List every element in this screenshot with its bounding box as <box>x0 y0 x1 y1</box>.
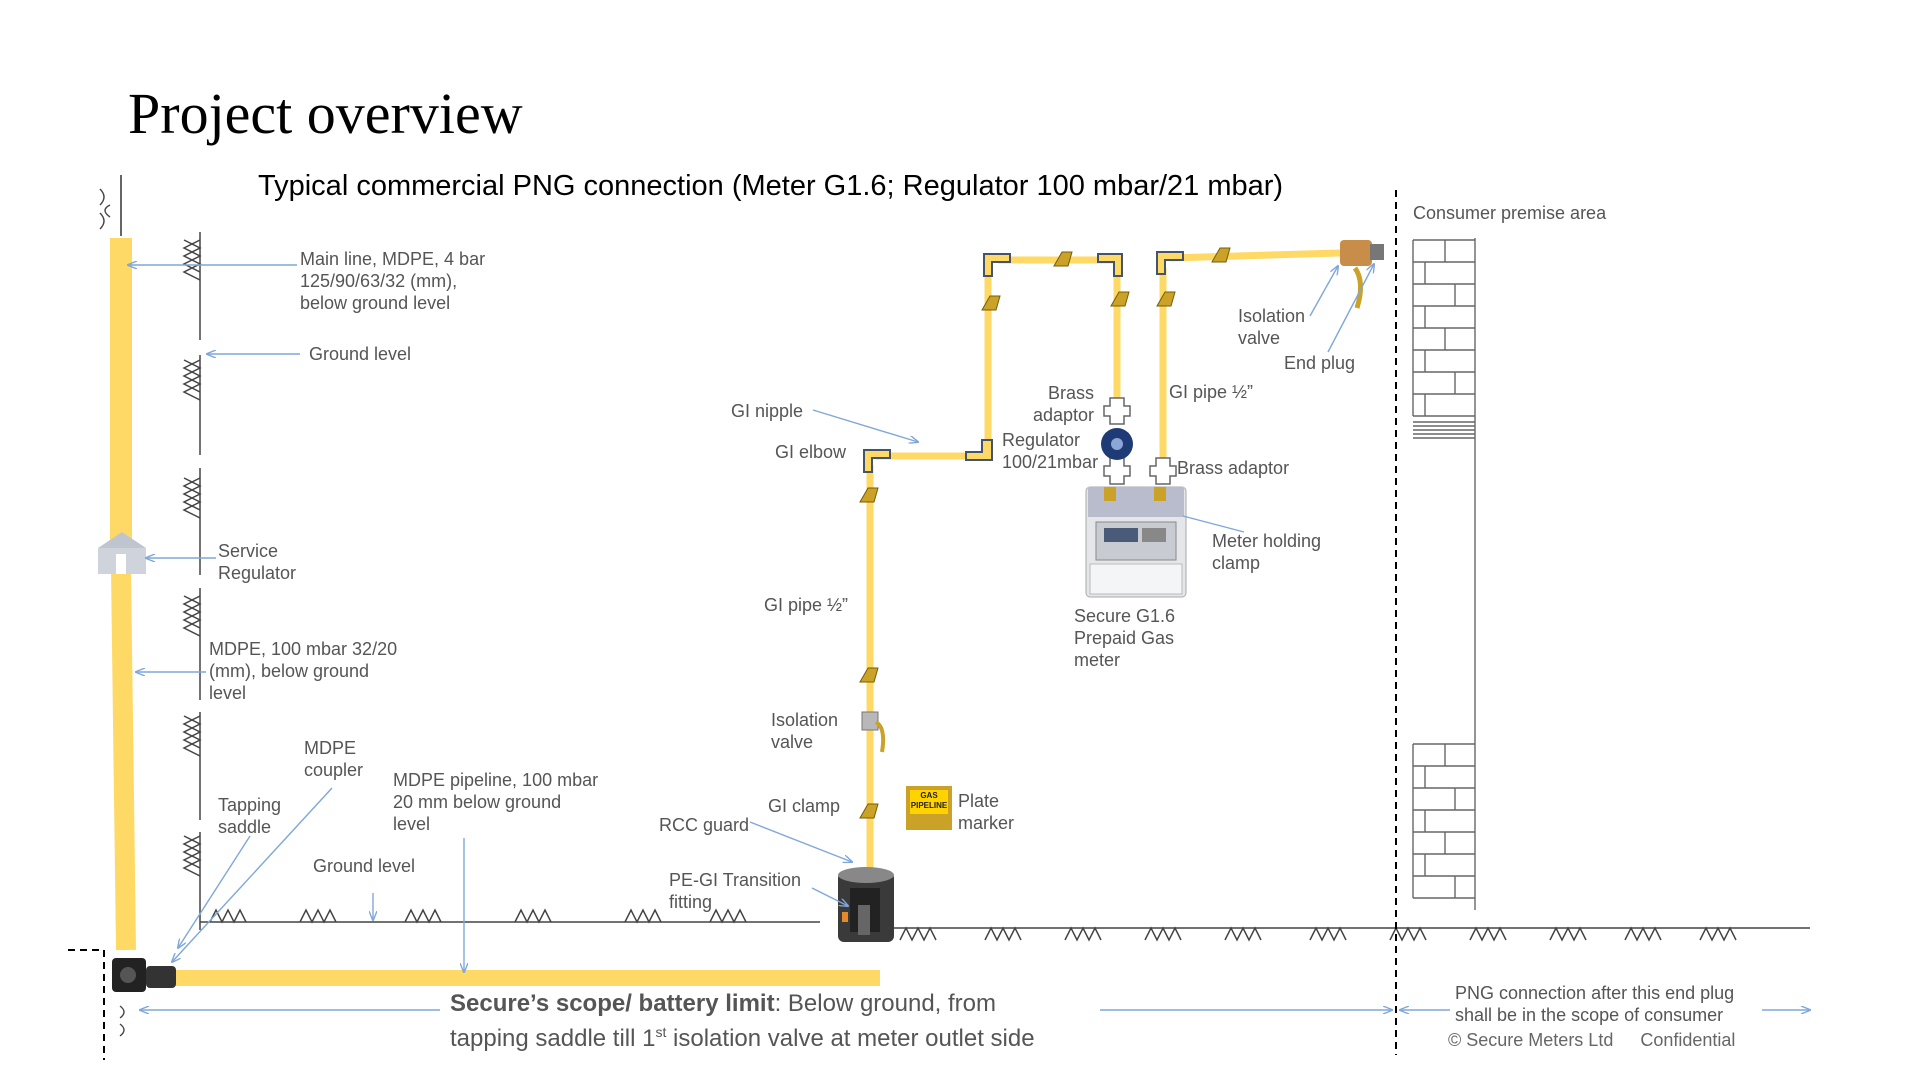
leader-arrows <box>128 264 1810 1010</box>
end-plug-label: End plug <box>1284 353 1356 373</box>
mdpe-100-label: MDPE, 100 mbar 32/20 (mm), below ground … <box>209 639 398 703</box>
plate-marker-text: GAS PIPELINE <box>910 791 948 810</box>
brass-adaptor-top-label: Brass adaptor <box>1032 383 1094 425</box>
scope-sup: st <box>655 1024 667 1040</box>
scope-rest-1: : Below ground, from <box>774 990 997 1017</box>
rcc-guard-label: RCC guard <box>659 815 750 835</box>
tapping-saddle-label: Tapping saddle <box>218 795 282 837</box>
isolation-valve-icon <box>861 711 886 753</box>
scope-statement: Secure’s scope/ battery limit: Below gro… <box>450 990 1035 1053</box>
confidential-label: Confidential <box>1640 1030 1736 1050</box>
scope-rest-2a: tapping saddle till 1 <box>450 1025 656 1052</box>
gi-clamp-icon <box>859 247 1231 819</box>
tapping-saddle-icon <box>112 958 176 992</box>
regulator-icon <box>1101 428 1133 460</box>
consumer-area-label: Consumer premise area <box>1413 203 1607 223</box>
ground-level-label-top: Ground level <box>309 344 412 364</box>
mdpe-pipeline-label: MDPE pipeline, 100 mbar 20 mm below grou… <box>393 770 599 834</box>
ground-level-vertical <box>182 232 202 930</box>
copyright: © Secure Meters Ltd <box>1448 1030 1614 1050</box>
pe-gi-label: PE-GI Transition fitting <box>669 870 802 912</box>
gi-elbow-label: GI elbow <box>775 442 847 462</box>
brass-adaptor-icon <box>1103 397 1177 485</box>
gi-nipple-label: GI nipple <box>731 401 804 421</box>
brick-wall <box>1412 238 1476 910</box>
isolation-valve-left-label: Isolation valve <box>771 710 839 752</box>
meter-holding-clamp-label: Meter holding clamp <box>1212 531 1322 573</box>
consumer-scope-note: PNG connection after this end plug shall… <box>1455 983 1735 1025</box>
regulator-label: Regulator 100/21mbar <box>1002 430 1099 472</box>
end-plug-icon <box>1340 240 1384 309</box>
ground-level-label-bottom: Ground level <box>313 856 416 876</box>
main-line-pipe <box>99 175 136 951</box>
ground-level-horizontal <box>200 908 1810 942</box>
brass-adaptor-right-label: Brass adaptor <box>1177 458 1290 478</box>
isolation-valve-right-label: Isolation valve <box>1238 306 1306 348</box>
service-regulator-label: Service Regulator <box>218 541 297 583</box>
main-line-label: Main line, MDPE, 4 bar 125/90/63/32 (mm)… <box>300 249 486 313</box>
battery-limit-dashed <box>68 949 105 1060</box>
footer: © Secure Meters Ltd Confidential <box>1448 1030 1757 1051</box>
gi-elbow-icon <box>863 251 1184 473</box>
gi-pipe-right-label: GI pipe ½” <box>1169 382 1254 402</box>
scope-rest-2b: isolation valve at meter outlet side <box>666 1025 1035 1052</box>
meter-label: Secure G1.6 Prepaid Gas meter <box>1074 606 1176 670</box>
diagram-subtitle: Typical commercial PNG connection (Meter… <box>258 170 1284 202</box>
plate-marker-icon <box>906 786 952 830</box>
gas-meter-icon <box>1085 486 1187 598</box>
gi-clamp-label: GI clamp <box>768 796 841 816</box>
mdpe-coupler-label: MDPE coupler <box>304 738 364 780</box>
page-title: Project overview <box>128 81 523 146</box>
gi-pipe-left-label: GI pipe ½” <box>764 595 849 615</box>
scope-bold: Secure’s scope/ battery limit <box>450 990 775 1017</box>
rcc-guard-icon <box>838 867 894 942</box>
service-regulator-icon <box>98 532 146 574</box>
plate-marker-label: Plate marker <box>958 791 1015 833</box>
